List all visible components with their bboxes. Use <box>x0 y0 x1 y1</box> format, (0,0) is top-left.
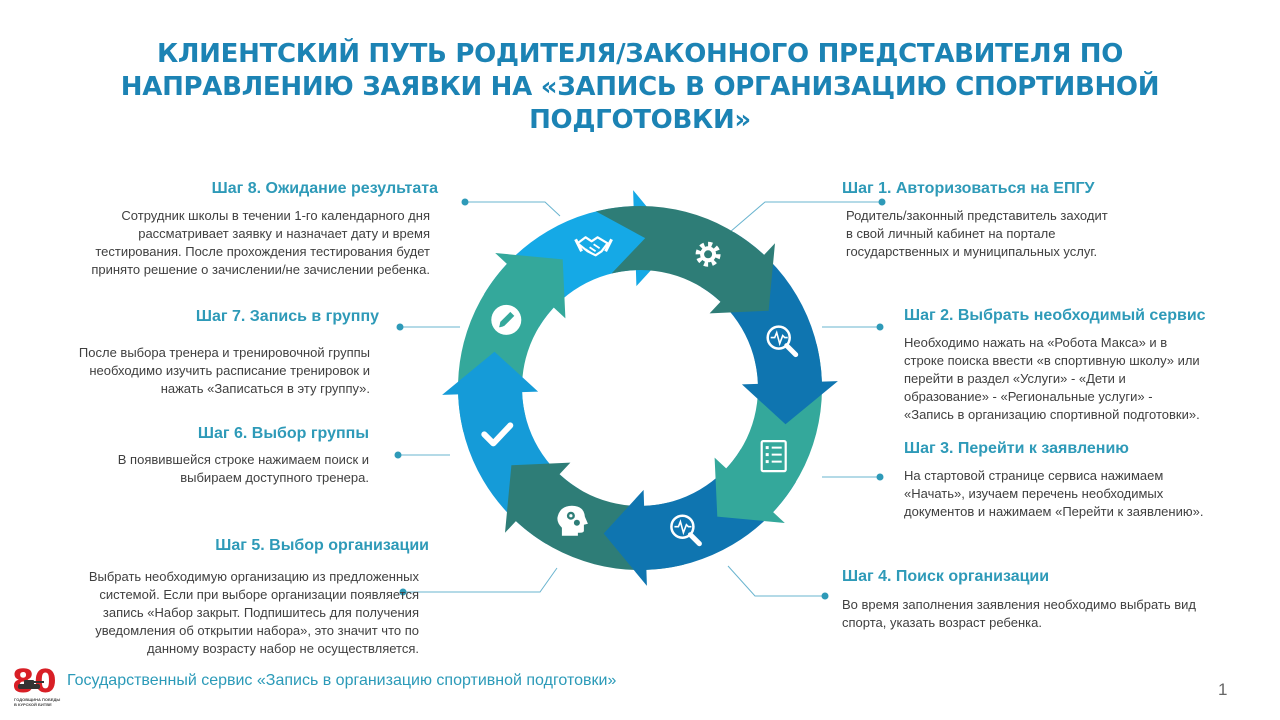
step-7-title: Шаг 7. Запись в группу <box>195 308 379 325</box>
cycle-diagram <box>442 190 838 586</box>
step-5-title: Шаг 5. Выбор организации <box>215 537 429 554</box>
step-4-description: Во время заполнения заявления необходимо… <box>842 597 1197 630</box>
step-4-title: Шаг 4. Поиск организации <box>842 568 1050 585</box>
footer-service-name: Государственный сервис «Запись в организ… <box>67 672 617 689</box>
checklist-icon <box>760 440 787 473</box>
step-8-title: Шаг 8. Ожидание результата <box>211 180 438 197</box>
step-3-description: На стартовой странице сервиса нажимаем«Н… <box>904 468 1204 519</box>
step-8-description: Сотрудник школы в течении 1-го календарн… <box>91 208 430 277</box>
step-6-title: Шаг 6. Выбор группы <box>197 425 369 442</box>
head-gears-icon <box>557 505 588 536</box>
cycle-segment-s2 <box>700 232 838 425</box>
gear-icon <box>695 241 721 267</box>
step-1-title: Шаг 1. Авторизоваться на ЕПГУ <box>842 180 1095 197</box>
cycle-segment-s6 <box>442 351 580 544</box>
page-title: КЛИЕНТСКИЙ ПУТЬ РОДИТЕЛЯ/ЗАКОННОГО ПРЕДС… <box>120 39 1160 135</box>
tank-silhouette <box>18 684 40 689</box>
step-7-description: После выбора тренера и тренировочной гру… <box>78 345 370 396</box>
pencil-icon <box>491 304 522 335</box>
anniversary-logo: 80 <box>12 664 57 700</box>
cycle-segment-s4 <box>603 448 796 586</box>
step-2-title: Шаг 2. Выбрать необходимый сервис <box>904 307 1206 324</box>
handshake-icon <box>574 236 613 257</box>
step-5-description: Выбрать необходимую организацию из предл… <box>88 569 419 656</box>
search-analytics-icon <box>670 514 702 547</box>
checkmark-icon <box>481 422 514 447</box>
step-3-title: Шаг 3. Перейти к заявлению <box>904 440 1129 457</box>
page-number: 1 <box>1218 680 1228 699</box>
search-analytics-icon <box>766 325 799 358</box>
cycle-segment-s1 <box>596 206 775 314</box>
